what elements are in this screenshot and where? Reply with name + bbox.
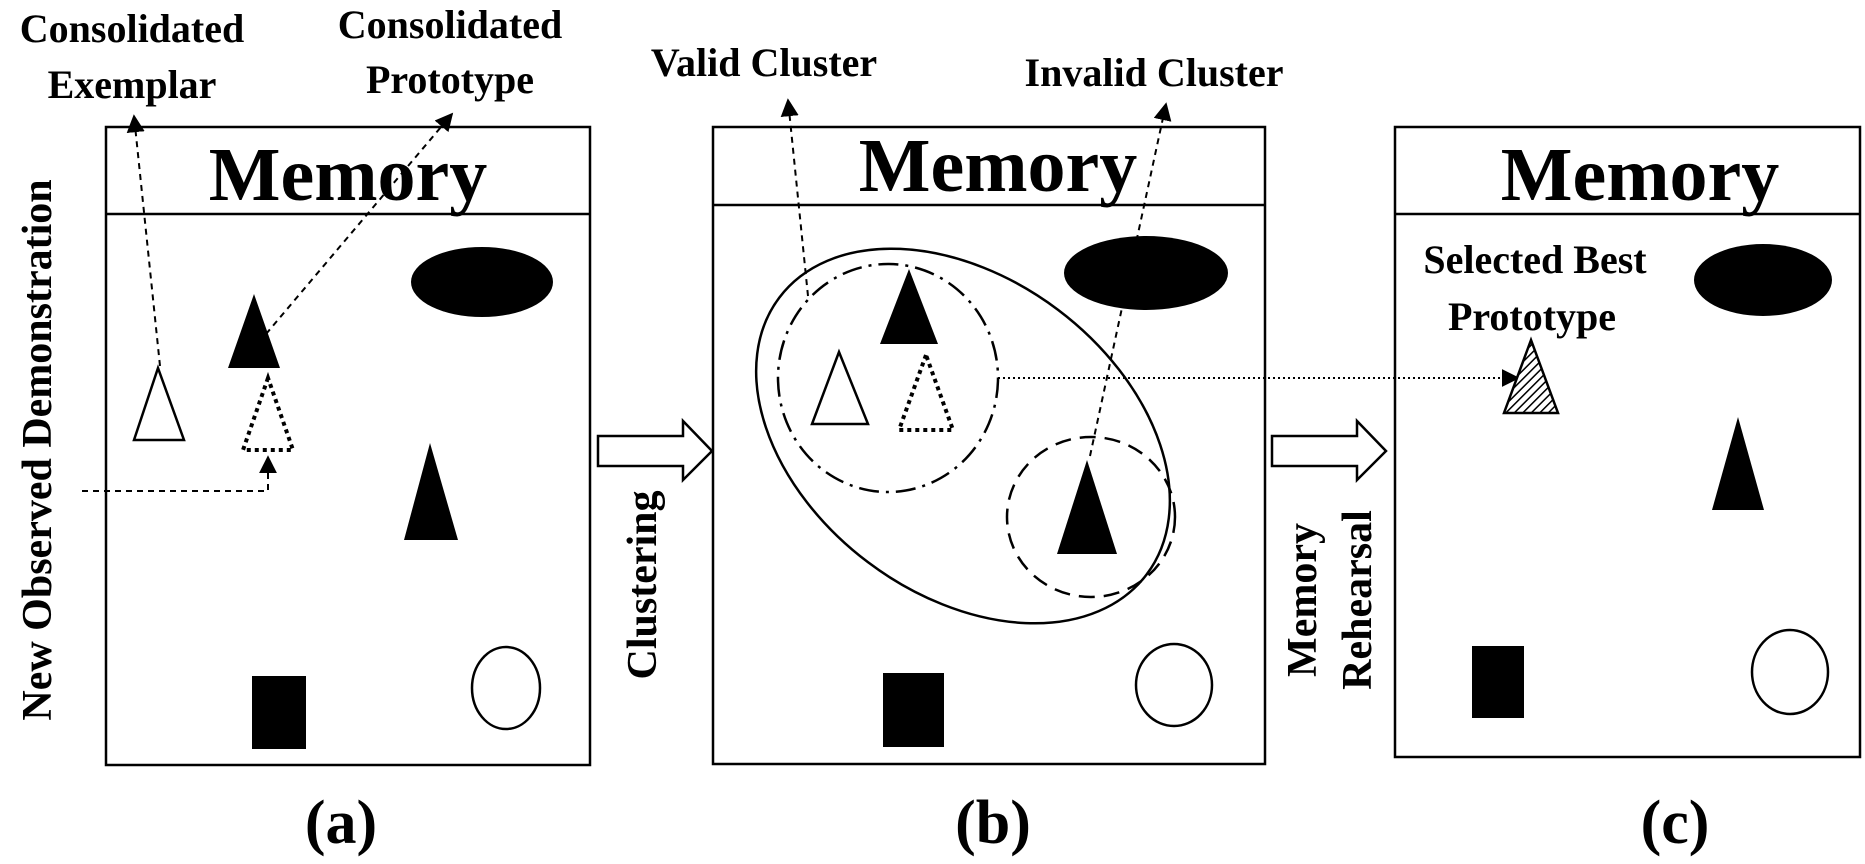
panel-b-frame (711, 125, 1267, 766)
hollow-arrow-ab (596, 417, 714, 484)
new-demonstration-triangle (240, 371, 296, 452)
invalid-cluster-pointer (1089, 102, 1172, 457)
new-demonstration-arrow (82, 455, 277, 492)
memory-rehearsal-label-1: Memory (1280, 523, 1326, 677)
memory-rehearsal-arrow: Memory Rehearsal (1270, 417, 1388, 690)
panel-b-caption: (b) (955, 789, 1031, 857)
invalid-cluster-ellipse (1005, 435, 1177, 599)
consolidated-exemplar-label-2: Exemplar (48, 62, 217, 107)
valid-cluster-ellipse (776, 262, 1000, 494)
new-observed-demonstration-label: New Observed Demonstration (15, 179, 61, 720)
white-circle (1750, 628, 1830, 716)
prototype-pointer (265, 112, 454, 335)
exemplar-pointer (126, 114, 161, 367)
invalid-cluster-triangle (1057, 460, 1117, 554)
consolidated-exemplar-triangle (132, 364, 186, 442)
valid-cluster-pointer (780, 98, 809, 297)
new-demonstration-triangle (896, 349, 956, 432)
panel-a: Memory Consolidated Exemplar Consolidate… (15, 2, 592, 857)
white-circle (1134, 642, 1214, 728)
panel-c-title: Memory (1501, 133, 1780, 217)
black-triangle-cluster (880, 269, 938, 344)
selected-best-label-1: Selected Best (1423, 237, 1647, 282)
selected-best-prototype-triangle (1502, 336, 1560, 415)
consolidated-prototype-label-2: Prototype (366, 57, 534, 102)
black-triangle (1712, 417, 1764, 510)
memory-rehearsal-label-2: Rehearsal (1335, 510, 1381, 690)
black-ellipse (1694, 244, 1832, 316)
black-square (252, 676, 306, 749)
panel-b: Memory Valid Cluster Invalid Cluster (b) (651, 40, 1284, 857)
panel-c: Memory Selected Best Prototype (c) (1393, 125, 1862, 857)
white-circle (470, 645, 542, 731)
large-solid-cluster-ellipse (754, 247, 1172, 625)
panel-c-caption: (c) (1641, 789, 1710, 857)
black-ellipse (411, 247, 553, 317)
selected-best-label-2: Prototype (1448, 294, 1616, 339)
consolidated-prototype-triangle (228, 294, 280, 368)
panel-b-title: Memory (859, 124, 1138, 208)
consolidated-prototype-label-1: Consolidated (338, 2, 563, 47)
clustering-label: Clustering (620, 491, 666, 680)
black-square (883, 673, 944, 747)
consolidated-exemplar-label-1: Consolidated (20, 6, 245, 51)
panel-a-title: Memory (209, 133, 488, 217)
panel-a-frame (104, 125, 592, 767)
valid-cluster-label: Valid Cluster (651, 40, 877, 85)
hollow-arrow-bc (1270, 417, 1388, 484)
black-square (1472, 646, 1524, 718)
clustering-arrow: Clustering (596, 417, 714, 680)
panel-c-frame (1393, 125, 1862, 759)
black-triangle (404, 443, 458, 540)
invalid-cluster-label: Invalid Cluster (1025, 50, 1284, 95)
black-ellipse (1064, 236, 1228, 310)
exemplar-triangle (810, 348, 870, 426)
panel-a-caption: (a) (305, 789, 377, 857)
